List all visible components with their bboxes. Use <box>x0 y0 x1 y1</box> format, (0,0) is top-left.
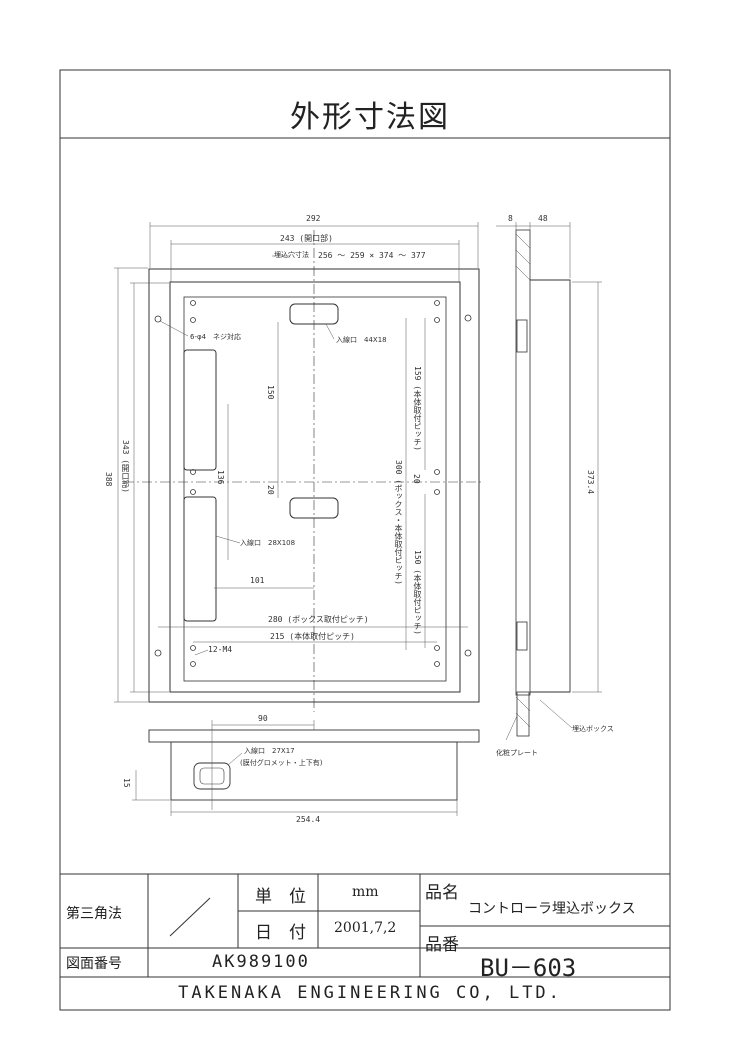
dim-136: 136 <box>216 470 225 485</box>
dim-bottom-15: 15 <box>122 778 131 788</box>
dim-101: 101 <box>250 576 265 585</box>
label-embed-box: 埋込ボックス <box>572 725 614 733</box>
dim-150-top: 150 <box>266 385 275 400</box>
side-plate <box>515 229 531 696</box>
dim-pitch-215: 215 (本体取付ピッチ) <box>270 632 355 641</box>
unit-value: mm <box>352 884 379 900</box>
dim-pitch-300: 300 (ボックス・本体取付ピッチ) <box>394 460 403 585</box>
inner-box-outline <box>183 296 447 682</box>
drawing-number: AK989100 <box>212 952 310 972</box>
dim-side-48: 48 <box>538 214 548 223</box>
slot-lower-left <box>183 496 217 622</box>
date-value: 2001,7,2 <box>334 920 397 936</box>
bottom-plate <box>148 729 480 743</box>
side-bracket-top <box>516 319 528 353</box>
dim-pitch-280: 280 (ボックス取付ピッチ) <box>268 615 369 624</box>
dim-width-292: 292 <box>306 214 321 223</box>
opening-outline <box>169 281 461 693</box>
embed-size-label: 埋込穴寸法 <box>274 251 309 259</box>
dim-side-373: 373.4 <box>586 470 595 495</box>
drawing-number-label: 図面番号 <box>66 956 122 972</box>
side-box <box>530 279 571 693</box>
company-name: TAKENAKA ENGINEERING CO, LTD. <box>178 983 562 1003</box>
dim-pitch-159: 159 (本体取付ピッチ) <box>413 366 422 451</box>
label-entry-hole-middle: 入線口 28X108 <box>240 539 296 547</box>
side-bracket-bottom <box>516 621 528 651</box>
label-face-plate: 化粧プレート <box>496 749 538 757</box>
product-number-label: 品番 <box>425 935 459 955</box>
dim-pitch-150: 150 (本体取付ピッチ) <box>413 550 422 635</box>
drawing-title: 外形寸法図 <box>290 100 450 135</box>
dim-bottom-90: 90 <box>258 714 268 723</box>
dim-20-right: 20 <box>412 474 421 484</box>
label-entry-hole-top: 入線口 44X18 <box>336 336 387 344</box>
dim-width-243: 243 (開口部) <box>280 234 333 243</box>
label-screw-12-m4: 12-M4 <box>208 645 233 654</box>
dim-height-388: 388 <box>104 472 113 487</box>
dim-embed-size: 256 ～ 259 × 374 ～ 377 <box>318 251 426 260</box>
outer-frame <box>59 69 671 1011</box>
product-name-label: 品名 <box>425 883 459 903</box>
dim-bottom-254: 254.4 <box>296 815 321 824</box>
date-label: 日 付 <box>255 923 306 943</box>
entry-hole-top <box>289 303 339 325</box>
label-grommet: (膜付グロメット・上下有) <box>240 759 323 767</box>
label-entry-hole-bottom: 入線口 27X17 <box>244 747 295 755</box>
dim-side-8: 8 <box>508 214 513 223</box>
product-name: コントローラ埋込ボックス <box>468 901 636 917</box>
dim-20-left: 20 <box>266 485 275 495</box>
side-plate-bottom <box>516 691 530 737</box>
label-screw-note: 6-φ4 ネジ対応 <box>190 333 242 341</box>
dim-height-343: 343 (開口部) <box>121 440 130 493</box>
bottom-box <box>170 741 458 801</box>
slot-upper-left <box>183 349 217 471</box>
product-number: BU－603 <box>480 954 577 982</box>
entry-hole-middle <box>289 497 339 519</box>
unit-label: 単 位 <box>255 887 306 907</box>
projection-method: 第三角法 <box>66 906 122 922</box>
